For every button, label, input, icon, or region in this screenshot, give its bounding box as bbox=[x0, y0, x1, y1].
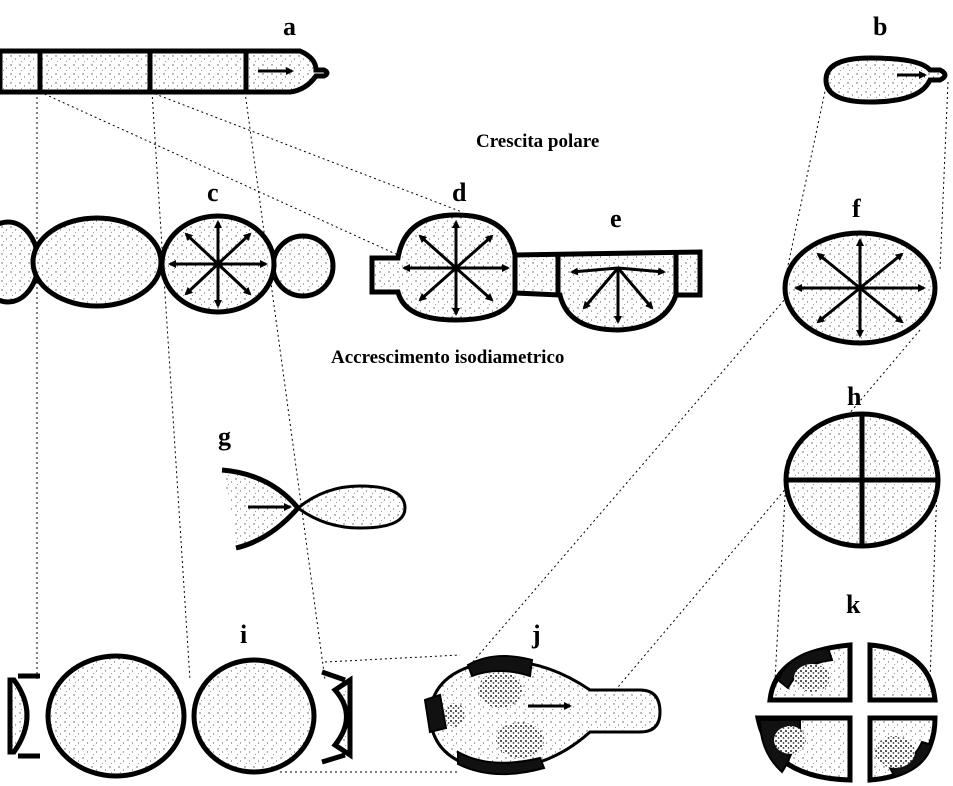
chain-i bbox=[10, 656, 350, 776]
label-e: e bbox=[610, 206, 622, 232]
label-k: k bbox=[846, 592, 860, 618]
cell-k bbox=[758, 645, 935, 780]
cell-g bbox=[222, 470, 405, 548]
label-a: a bbox=[283, 14, 296, 40]
cell-j bbox=[425, 656, 660, 774]
label-c: c bbox=[207, 180, 219, 206]
chain-c bbox=[0, 216, 333, 312]
caption-isodiametric-growth: Accrescimento isodiametrico bbox=[331, 348, 564, 367]
label-g: g bbox=[218, 424, 231, 450]
label-f: f bbox=[852, 196, 861, 222]
cell-f bbox=[785, 233, 935, 343]
filament-de bbox=[372, 215, 700, 330]
label-h: h bbox=[847, 384, 861, 410]
label-i: i bbox=[240, 622, 247, 648]
label-b: b bbox=[873, 14, 887, 40]
caption-polar-growth: Crescita polare bbox=[476, 132, 599, 151]
cell-h bbox=[786, 414, 938, 546]
filament-a bbox=[0, 51, 327, 92]
cell-b bbox=[826, 58, 945, 102]
label-d: d bbox=[452, 180, 466, 206]
label-j: j bbox=[532, 622, 541, 648]
